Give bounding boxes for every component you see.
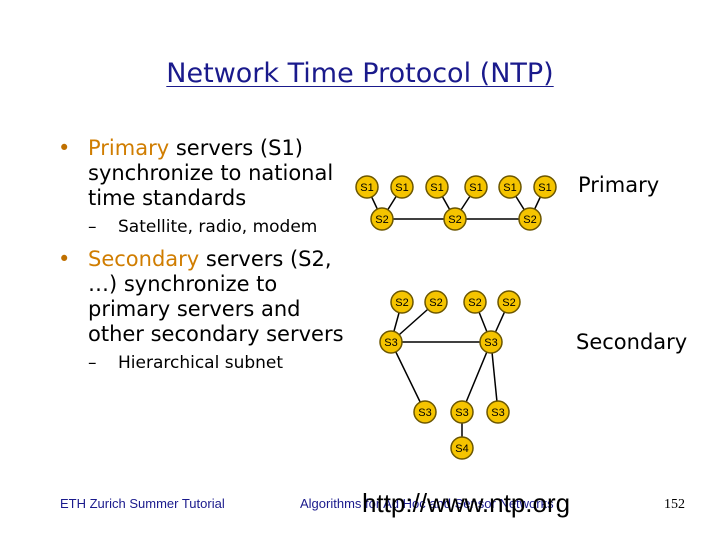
footer-center: Algorithms for Ad Hoc and Sensor Network… <box>300 496 554 511</box>
footer-left: ETH Zurich Summer Tutorial <box>60 496 225 511</box>
server-node-circle <box>413 400 437 424</box>
server-node-label: S3 <box>418 407 431 419</box>
server-node-s2: S2 <box>497 290 521 314</box>
secondary-label: Secondary <box>576 330 688 354</box>
server-node-s1: S1 <box>425 175 449 199</box>
server-node-s4: S4 <box>450 436 474 460</box>
server-node-circle <box>390 175 414 199</box>
secondary-highlight: Secondary <box>88 247 200 271</box>
secondary-sub-text: Hierarchical subnet <box>118 353 284 373</box>
server-node-circle <box>443 207 467 231</box>
bullet-dot-icon: • <box>58 247 71 271</box>
server-node-s2: S2 <box>390 290 414 314</box>
server-node-circle <box>370 207 394 231</box>
server-node-circle <box>390 290 414 314</box>
server-node-circle <box>463 290 487 314</box>
server-node-label: S1 <box>360 182 373 194</box>
server-node-circle <box>518 207 542 231</box>
server-node-s3: S3 <box>486 400 510 424</box>
server-node-s2: S2 <box>463 290 487 314</box>
server-node-s3: S3 <box>450 400 474 424</box>
server-node-s3: S3 <box>413 400 437 424</box>
server-node-s2: S2 <box>370 207 394 231</box>
ntp-url[interactable]: http://www.ntp.org <box>362 488 571 518</box>
server-node-circle <box>379 330 403 354</box>
server-node-label: S2 <box>523 214 536 226</box>
slide-title: Network Time Protocol (NTP) <box>166 58 554 89</box>
bullet-primary: • Primary servers (S1) synchronize to na… <box>58 136 358 211</box>
server-node-circle <box>533 175 557 199</box>
bullet-secondary: • Secondary servers (S2, …) synchronize … <box>58 247 358 347</box>
server-node-circle <box>450 436 474 460</box>
server-node-circle <box>425 175 449 199</box>
server-node-s1: S1 <box>390 175 414 199</box>
server-node-circle <box>497 290 521 314</box>
server-node-label: S1 <box>430 182 443 194</box>
server-node-s1: S1 <box>355 175 379 199</box>
server-node-label: S2 <box>502 297 515 309</box>
bullet-dot-icon: • <box>58 136 71 160</box>
server-node-circle <box>464 175 488 199</box>
primary-highlight: Primary <box>88 136 170 160</box>
server-node-circle <box>479 330 503 354</box>
server-node-s2: S2 <box>424 290 448 314</box>
server-node-s2: S2 <box>443 207 467 231</box>
server-node-label: S3 <box>484 337 497 349</box>
primary-text: servers (S1) synchronize to national tim… <box>88 136 334 210</box>
server-node-circle <box>424 290 448 314</box>
server-node-label: S3 <box>384 337 397 349</box>
server-node-s1: S1 <box>498 175 522 199</box>
server-node-s2: S2 <box>518 207 542 231</box>
dash-icon: – <box>88 353 97 373</box>
secondary-text: servers (S2, …) synchronize to primary s… <box>88 247 344 346</box>
server-node-label: S3 <box>455 407 468 419</box>
server-node-circle <box>498 175 522 199</box>
server-node-label: S1 <box>395 182 408 194</box>
server-node-s1: S1 <box>533 175 557 199</box>
server-node-label: S1 <box>503 182 516 194</box>
sub-bullet-primary: – Satellite, radio, modem <box>58 217 358 237</box>
server-node-label: S2 <box>375 214 388 226</box>
server-node-label: S2 <box>468 297 481 309</box>
server-node-label: S4 <box>455 443 468 455</box>
server-node-s3: S3 <box>479 330 503 354</box>
dash-icon: – <box>88 217 97 237</box>
bullet-list: • Primary servers (S1) synchronize to na… <box>58 136 358 373</box>
server-node-circle <box>486 400 510 424</box>
primary-label: Primary <box>578 173 660 197</box>
server-node-label: S2 <box>448 214 461 226</box>
primary-sub-text: Satellite, radio, modem <box>118 217 318 237</box>
server-node-circle <box>355 175 379 199</box>
server-node-circle <box>450 400 474 424</box>
page-number: 152 <box>664 497 685 512</box>
server-node-s1: S1 <box>464 175 488 199</box>
server-node-label: S1 <box>469 182 482 194</box>
server-node-label: S2 <box>429 297 442 309</box>
server-node-label: S1 <box>538 182 551 194</box>
sub-bullet-secondary: – Hierarchical subnet <box>58 353 358 373</box>
server-node-s3: S3 <box>379 330 403 354</box>
server-node-label: S2 <box>395 297 408 309</box>
server-node-label: S3 <box>491 407 504 419</box>
